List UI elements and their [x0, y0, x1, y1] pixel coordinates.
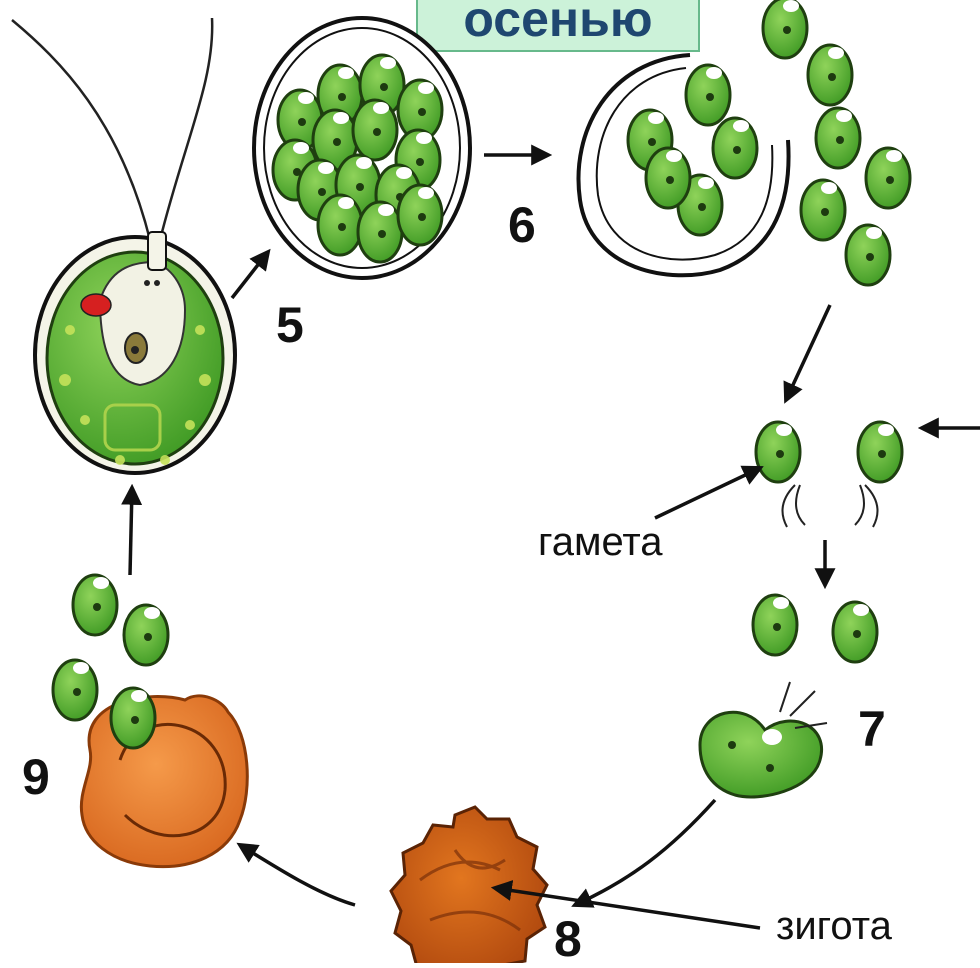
gamete-pair — [756, 422, 902, 527]
chlamydomonas-cell — [12, 18, 235, 473]
gamete-label: гамета — [538, 520, 663, 565]
stage-label-7: 7 — [858, 700, 886, 758]
released-zoospores — [628, 0, 910, 285]
stage-label-8: 8 — [554, 910, 582, 968]
stage-label-5: 5 — [276, 296, 304, 354]
stage-label-6: 6 — [508, 196, 536, 254]
early-zygote — [700, 682, 827, 797]
new-zoospores — [53, 575, 168, 748]
fusing-gametes — [753, 595, 877, 662]
zygote-label: зигота — [776, 904, 892, 949]
stage-label-9: 9 — [22, 748, 50, 806]
zygote — [391, 807, 547, 963]
germinating-zygote — [81, 696, 247, 867]
